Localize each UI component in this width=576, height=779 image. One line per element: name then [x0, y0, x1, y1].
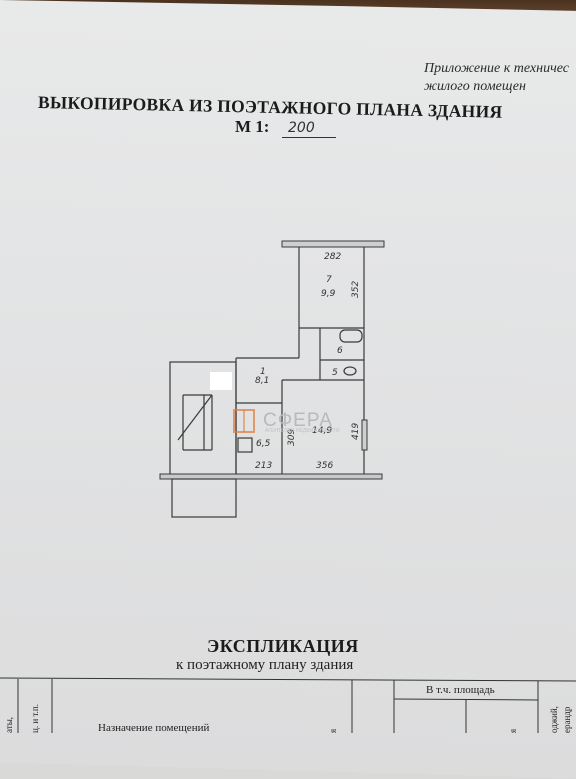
entrance-porch	[171, 478, 237, 518]
dim-top: 282	[324, 252, 341, 262]
dim-big-room-width: 356	[316, 461, 333, 471]
toilet	[343, 366, 357, 376]
room-kitchen-area: 6,5	[256, 439, 271, 449]
appendix-note: Приложение к техничес жилого помещен	[424, 60, 569, 96]
table-fragment-4: я	[508, 728, 518, 733]
dim-big-room-height: 419	[351, 423, 361, 440]
table-fragment-6: ерандр	[562, 706, 572, 733]
window-top	[281, 240, 385, 248]
explication-subtitle: к поэтажному плану здания	[176, 657, 354, 673]
table-fragment-1: аты,	[4, 717, 14, 733]
table-fragment-3: я	[328, 728, 338, 733]
table-fragment-5: оджий,	[549, 706, 559, 733]
room-7-number: 7	[326, 275, 332, 285]
room-1-number: 1	[260, 367, 266, 377]
redaction-box	[210, 372, 232, 390]
explication-title: ЭКСПЛИКАЦИЯ	[207, 636, 359, 656]
appendix-line-2: жилого помещен	[424, 79, 526, 94]
stair-diagonal	[177, 394, 213, 441]
watermark-subtext: АГЕНТСТВО НЕДВИЖИМОСТИ	[265, 428, 340, 434]
room-5-number: 5	[332, 368, 338, 378]
watermark-logo-icon	[233, 409, 255, 433]
explication-table	[0, 677, 576, 733]
table-column-heading: Назначение помещений	[98, 722, 210, 734]
scale-value: 200	[288, 120, 315, 136]
room-big-area: 14,9	[312, 426, 332, 436]
table-group-header: В т.ч. площадь	[426, 684, 495, 696]
room-7-area: 9,9	[321, 289, 336, 299]
table-fragment-2: ц. и т.п.	[30, 704, 40, 733]
room-1-area: 8,1	[255, 376, 269, 386]
scale-underline	[282, 137, 336, 138]
floor-plan: 7 9,9 1 8,1 6 5 14,9 6,5 282 352 309 419…	[159, 240, 385, 518]
watermark-text: СФЕРА	[263, 410, 333, 431]
room-6-number: 6	[337, 346, 343, 356]
stove	[237, 437, 253, 453]
appendix-line-1: Приложение к техничес	[424, 61, 570, 76]
bathtub	[339, 329, 363, 343]
scale-label: М 1:	[235, 117, 270, 136]
dim-room7-height: 352	[351, 281, 361, 298]
wall-bottom	[159, 473, 383, 480]
dim-kitchen-height: 309	[287, 429, 297, 446]
dim-kitchen-width: 213	[255, 461, 272, 471]
